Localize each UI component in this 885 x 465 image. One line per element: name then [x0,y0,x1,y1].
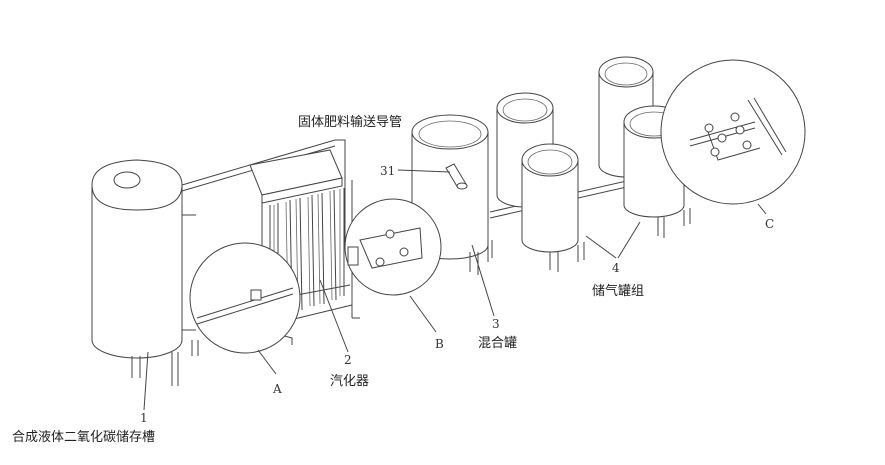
label-storage-group-number: 4 [612,261,620,275]
detail-circle-a [189,242,301,354]
label-mixing-tank-name: 混合罐 [478,336,517,351]
label-detail-c: C [765,217,774,231]
label-vaporizer-number: 2 [344,353,352,367]
label-storage-group-name: 储气罐组 [592,283,644,299]
label-co2-tank-name: 合成液体二氧化碳储存槽 [12,430,155,445]
label-pipe-name: 固体肥料输送导管 [298,114,402,130]
co2-storage-tank [91,159,199,386]
detail-circle-c [660,59,806,205]
label-detail-a: A [272,382,282,396]
label-detail-b: B [435,337,444,351]
storage-tank-front-left [521,143,585,272]
leader-lines [143,169,767,411]
label-mixing-tank-number: 3 [492,317,500,331]
label-pipe-number: 31 [380,164,395,178]
label-vaporizer-name: 汽化器 [330,374,369,389]
label-co2-tank-number: 1 [140,411,148,425]
fertilizer-feed-pipe [445,163,468,190]
detail-circle-b [344,198,442,296]
